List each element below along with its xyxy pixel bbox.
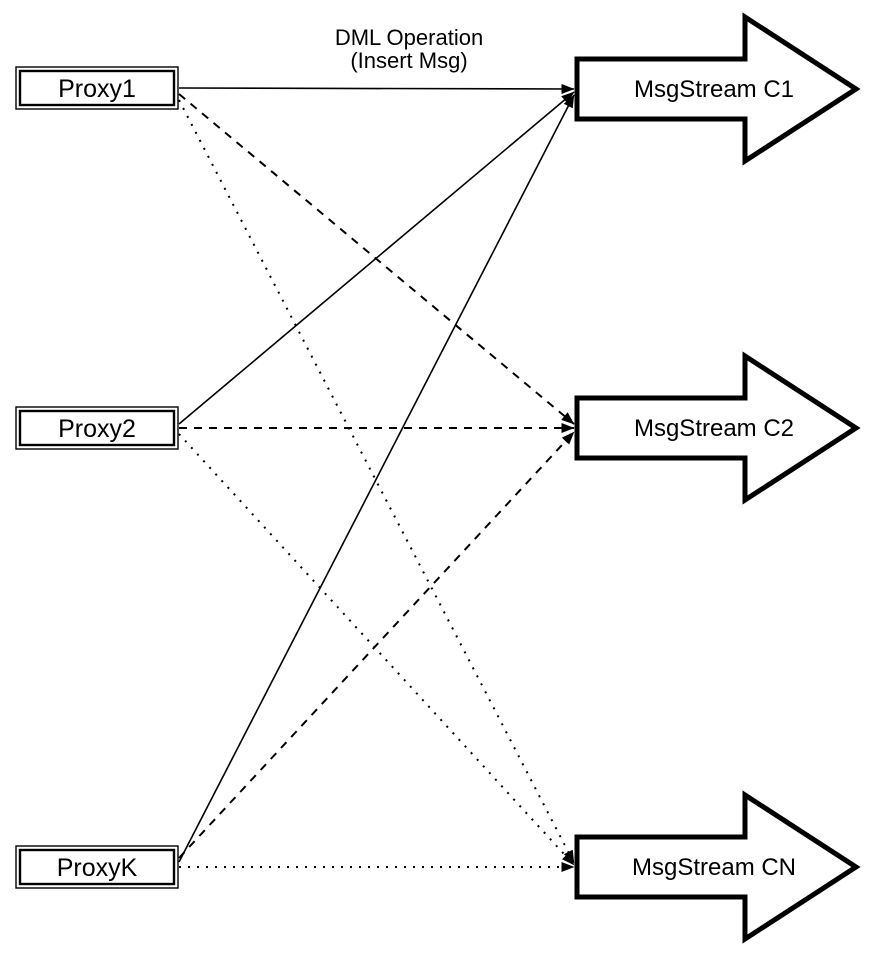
proxy2-box: Proxy2: [15, 406, 179, 450]
connection-lines: [178, 83, 575, 872]
annotation: DML Operation (Insert Msg): [335, 25, 483, 73]
msgstream-c1-arrow: MsgStream C1: [574, 12, 861, 166]
connection-proxy1-c1: [178, 83, 575, 94]
connection-proxyk-c1: [178, 94, 575, 863]
msgstream-c2-label: MsgStream C2: [634, 415, 794, 442]
proxyk-label: ProxyK: [57, 854, 138, 882]
annotation-line1: DML Operation: [335, 25, 483, 50]
proxyk-box-body: [18, 848, 176, 886]
msgstream-c1-shape: [574, 12, 861, 166]
proxyk-box: ProxyK: [15, 845, 179, 889]
msgstream-cn-arrow: MsgStream CN: [574, 790, 861, 944]
proxy2-box-body: [18, 409, 176, 447]
proxy1-box: Proxy1: [15, 66, 179, 110]
proxy2-label: Proxy2: [58, 415, 136, 443]
msgstream-cn-label: MsgStream CN: [632, 854, 796, 881]
msgstream-c2-arrow: MsgStream C2: [574, 351, 861, 505]
connection-proxyk-c2: [178, 431, 575, 859]
msgstream-c1-label: MsgStream C1: [634, 76, 794, 103]
proxy1-label: Proxy1: [58, 75, 136, 103]
proxy1-box-body: [18, 69, 176, 107]
connection-proxy1-c2: [178, 93, 575, 425]
msgstream-cn-shape: [574, 790, 861, 944]
annotation-line2: (Insert Msg): [350, 48, 467, 73]
connection-proxy2-cn: [178, 433, 575, 866]
msgstream-c2-shape: [574, 351, 861, 505]
